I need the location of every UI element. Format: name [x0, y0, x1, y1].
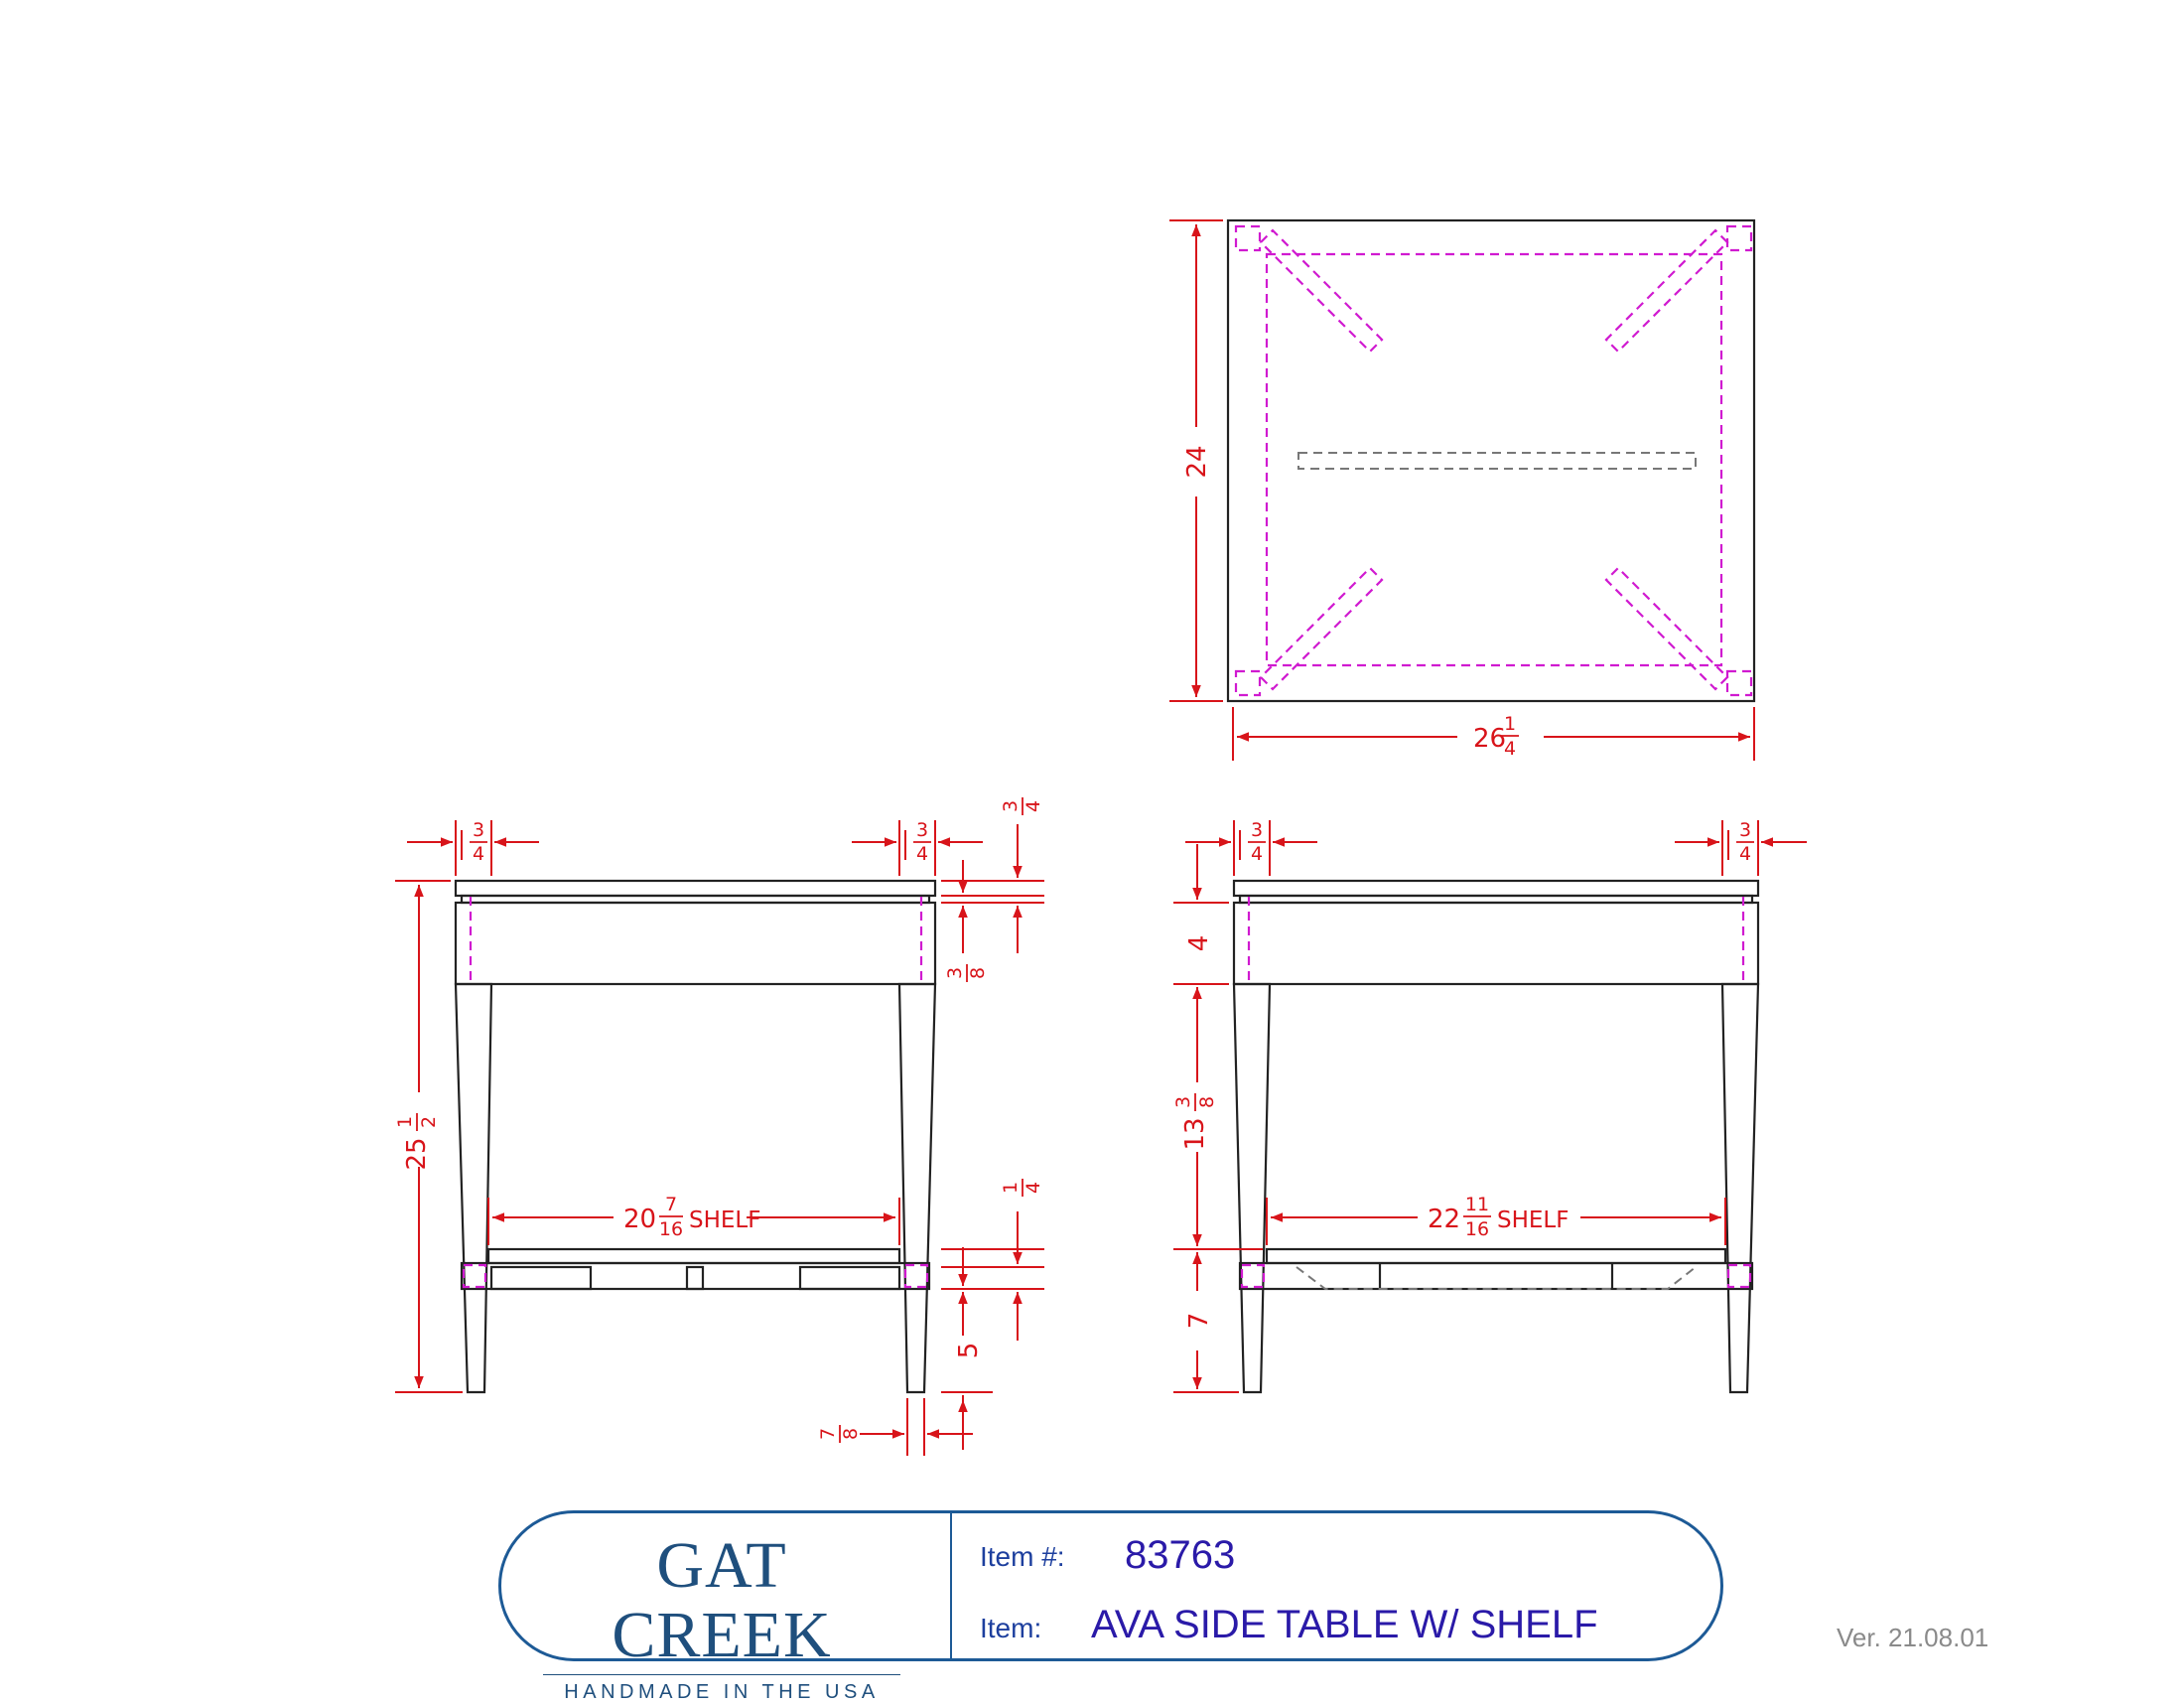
front-overhang-left-den: 4 — [473, 843, 484, 865]
front-top-thickness-num: 3 — [1000, 800, 1022, 812]
front-height-num: 1 — [394, 1116, 416, 1128]
front-shelf-thickness-den: 4 — [1023, 1182, 1044, 1194]
front-shelf-height-label: 5 — [954, 1343, 984, 1359]
side-overhang-left-den: 4 — [1251, 843, 1263, 865]
side-top — [1232, 879, 1760, 898]
plan-leg-bl — [1234, 669, 1262, 697]
front-reveal-den: 8 — [967, 967, 989, 979]
side-opening-whole: 13 — [1180, 1117, 1210, 1150]
front-shelf-dim: 20 7 16 SHELF — [487, 1194, 900, 1245]
front-overhang-left-num: 3 — [473, 819, 484, 841]
plan-leg-tl — [1234, 224, 1262, 252]
side-stretcher — [1238, 1261, 1754, 1291]
plan-width-whole: 26 — [1473, 724, 1506, 754]
front-foot-num: 7 — [817, 1428, 839, 1440]
front-overhang-right-dim: 3 4 — [852, 819, 983, 876]
front-leg-left — [454, 982, 493, 1394]
side-overhang-left-dim: 3 4 — [1185, 819, 1317, 876]
version-label: Ver. 21.08.01 — [1837, 1623, 1989, 1652]
front-view: 3 4 3 4 3 4 — [394, 797, 1044, 1456]
side-shelf-num: 11 — [1465, 1194, 1489, 1215]
side-leg-left — [1232, 982, 1272, 1394]
plan-depth-label: 24 — [1182, 445, 1212, 478]
front-shelf-whole: 20 — [623, 1205, 656, 1234]
title-block: GAT CREEK HANDMADE IN THE USA Item #: 83… — [498, 1510, 1723, 1703]
item-name-label: Item: — [980, 1613, 1042, 1643]
front-overhang-right-den: 4 — [916, 843, 928, 865]
front-foot-den: 8 — [840, 1428, 862, 1440]
plan-view: 24 26 1 4 — [1169, 218, 1756, 761]
front-shelf-num: 7 — [665, 1194, 677, 1215]
brand-rule — [543, 1674, 900, 1675]
brand-logo: GAT CREEK HANDMADE IN THE USA — [543, 1531, 900, 1704]
front-top-thickness-den: 4 — [1023, 800, 1044, 812]
side-shelf-den: 16 — [1465, 1218, 1489, 1240]
side-opening-den: 8 — [1196, 1096, 1218, 1108]
plan-leg-br — [1725, 669, 1753, 697]
title-block-divider — [950, 1513, 952, 1658]
item-name-value: AVA SIDE TABLE W/ SHELF — [1091, 1603, 1598, 1646]
plan-width-num: 1 — [1504, 713, 1516, 735]
plan-corner-braces — [1259, 228, 1729, 691]
plan-top-outline — [1226, 218, 1756, 703]
front-overhang-right-num: 3 — [916, 819, 928, 841]
plan-width-dimension: 26 1 4 — [1232, 707, 1755, 761]
side-shelf-whole: 22 — [1428, 1205, 1460, 1234]
front-shelf-den: 16 — [659, 1218, 683, 1240]
item-number-value: 83763 — [1125, 1533, 1236, 1577]
side-overhang-right-dim: 3 4 — [1675, 819, 1807, 876]
brand-name: GAT CREEK — [612, 1529, 832, 1671]
plan-depth-dimension: 24 — [1169, 219, 1223, 702]
front-height-whole: 25 — [402, 1137, 432, 1170]
plan-width-den: 4 — [1504, 738, 1516, 760]
front-height-den: 2 — [418, 1116, 440, 1128]
front-overhang-left-dim: 3 4 — [407, 819, 539, 876]
front-shelf-height-dim: 1 4 5 — [941, 1179, 1044, 1450]
side-overhang-right-num: 3 — [1739, 819, 1751, 841]
front-top-thickness-dim: 3 4 3 8 — [941, 797, 1044, 982]
front-height-dim: 25 1 2 — [394, 880, 463, 1393]
side-overhang-left-num: 3 — [1251, 819, 1263, 841]
side-overhang-right-den: 4 — [1739, 843, 1751, 865]
front-reveal-num: 3 — [944, 967, 966, 979]
side-vertical-dims: 4 13 3 8 7 — [1172, 844, 1263, 1393]
side-shelf-suffix: SHELF — [1497, 1207, 1569, 1233]
side-shelf — [1265, 1247, 1727, 1265]
plan-leg-tr — [1725, 224, 1753, 252]
side-shelf-height-label: 7 — [1184, 1313, 1214, 1330]
front-shelf-thickness-num: 1 — [1000, 1182, 1022, 1194]
brand-tagline: HANDMADE IN THE USA — [564, 1681, 880, 1703]
item-number-label: Item #: — [980, 1541, 1065, 1572]
side-opening-num: 3 — [1172, 1096, 1194, 1108]
side-leg-right — [1720, 982, 1760, 1394]
front-shelf — [486, 1247, 901, 1265]
front-leg-right — [897, 982, 937, 1394]
front-foot-dim: 7 8 — [817, 1398, 973, 1456]
side-apron — [1232, 901, 1760, 986]
front-top — [454, 879, 937, 898]
front-apron — [454, 901, 937, 986]
side-apron-label: 4 — [1184, 935, 1214, 952]
plan-stretcher-hidden — [1297, 452, 1697, 470]
front-shelf-suffix: SHELF — [689, 1207, 760, 1233]
side-view: 3 4 3 4 4 13 3 — [1172, 819, 1807, 1394]
plan-apron-hidden — [1265, 252, 1723, 667]
side-shelf-dim: 22 11 16 SHELF — [1266, 1194, 1726, 1245]
